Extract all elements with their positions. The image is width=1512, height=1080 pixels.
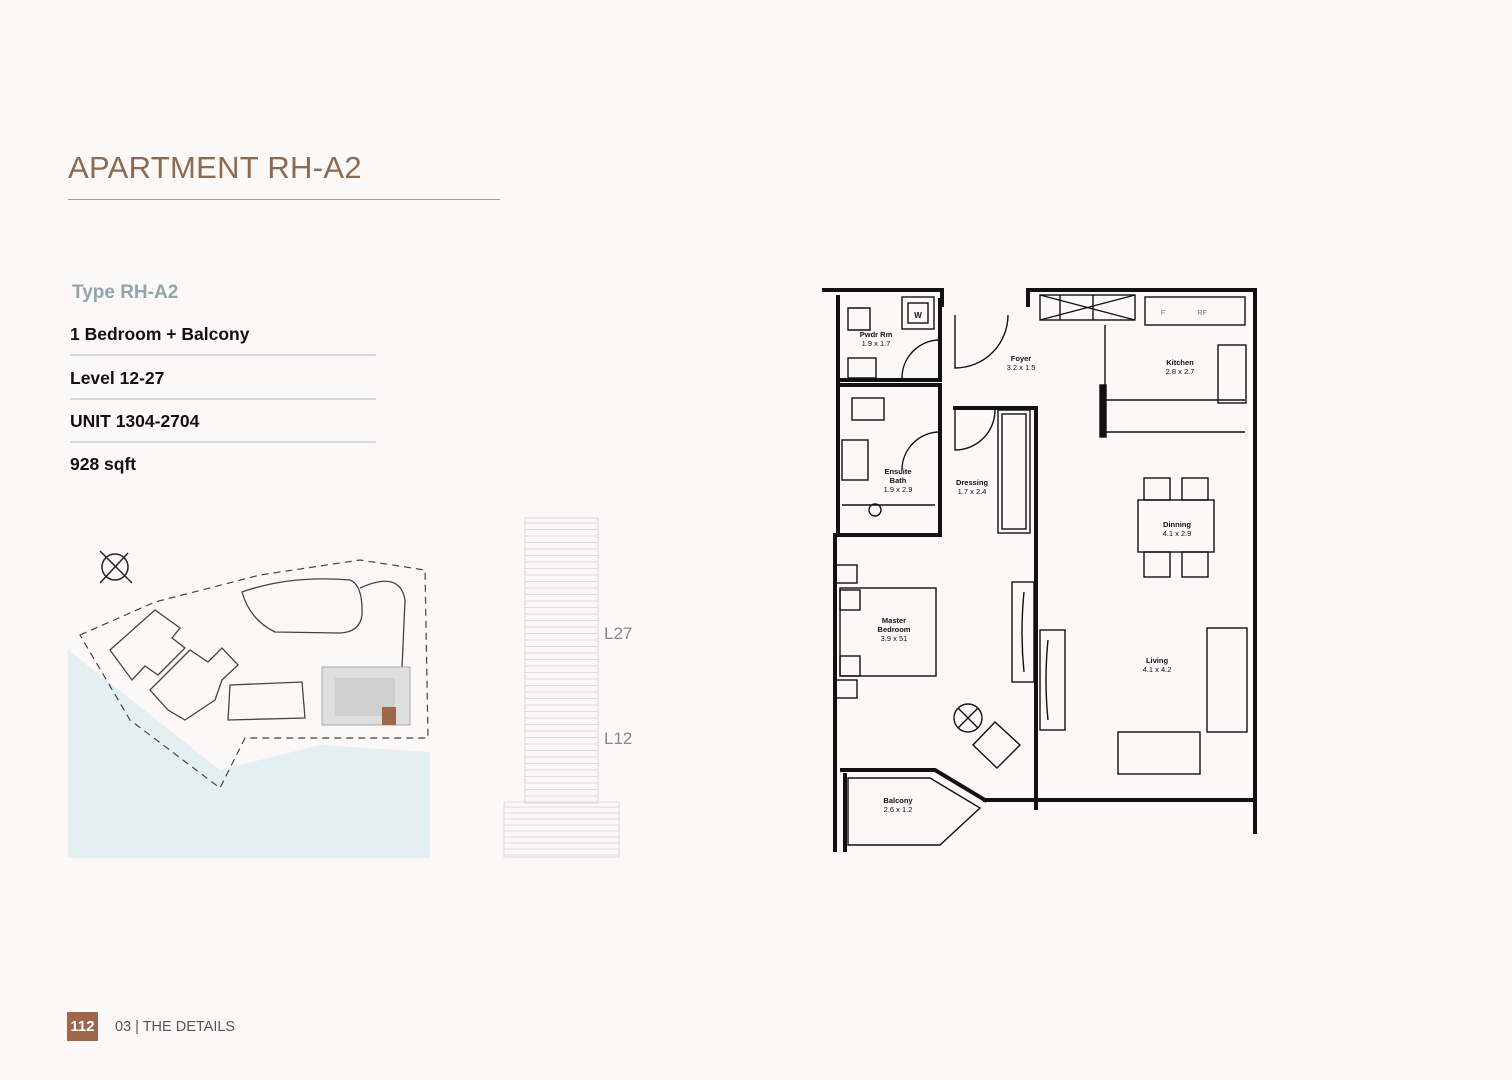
room-master-size: 3.9 x 51 [881,634,908,643]
room-master-2: Bedroom [878,625,911,634]
unit-type: Type RH-A2 [72,282,179,303]
room-kitchen: Kitchen [1166,358,1194,367]
tower-elevation [503,517,620,858]
page-title: APARTMENT RH-A2 [68,150,362,185]
room-pwdr-size: 1.9 x 1.7 [862,339,891,348]
room-foyer: Foyer [1011,354,1032,363]
room-living-size: 4.1 x 4.2 [1143,665,1172,674]
level-label-upper: L27 [604,624,633,643]
rf-label: RF [1197,310,1206,317]
room-pwdr: Pwdr Rm [860,330,893,339]
room-foyer-size: 3.2 x 1.5 [1007,363,1036,372]
floor-plan: Pwdr Rm 1.9 x 1.7 Foyer 3.2 x 1.5 Kitche… [822,288,1257,852]
tower-footprint [321,666,411,726]
room-dressing: Dressing [956,478,989,487]
room-ensuite-2: Bath [890,476,907,485]
level-label-lower: L12 [604,729,633,748]
section-label: 03 | THE DETAILS [115,1019,236,1035]
washer-label: W [914,311,922,320]
level-spec: Level 12-27 [70,368,165,388]
room-ensuite-size: 1.9 x 2.9 [884,485,913,494]
room-balcony-size: 2.6 x 1.2 [884,805,913,814]
room-living: Living [1146,656,1169,665]
room-ensuite: Ensuite [884,467,911,476]
room-dressing-size: 1.7 x 2.4 [958,487,987,496]
room-kitchen-size: 2.8 x 2.7 [1166,367,1195,376]
bedroom-spec: 1 Bedroom + Balcony [70,324,250,344]
unit-spec: UNIT 1304-2704 [70,411,200,431]
room-dinning-size: 4.1 x 2.9 [1163,529,1192,538]
room-dinning: Dinning [1163,520,1191,529]
spec-divider [70,398,376,400]
area-spec: 928 sqft [70,454,137,474]
page-number: 112 [67,1012,98,1041]
title-divider [68,199,500,200]
compass-icon [99,550,133,584]
fridge-label: F [1161,310,1165,317]
spec-divider [70,354,376,356]
room-master: Master [882,616,906,625]
room-balcony: Balcony [883,796,913,805]
spec-divider [70,441,376,443]
site-plan [68,550,430,858]
